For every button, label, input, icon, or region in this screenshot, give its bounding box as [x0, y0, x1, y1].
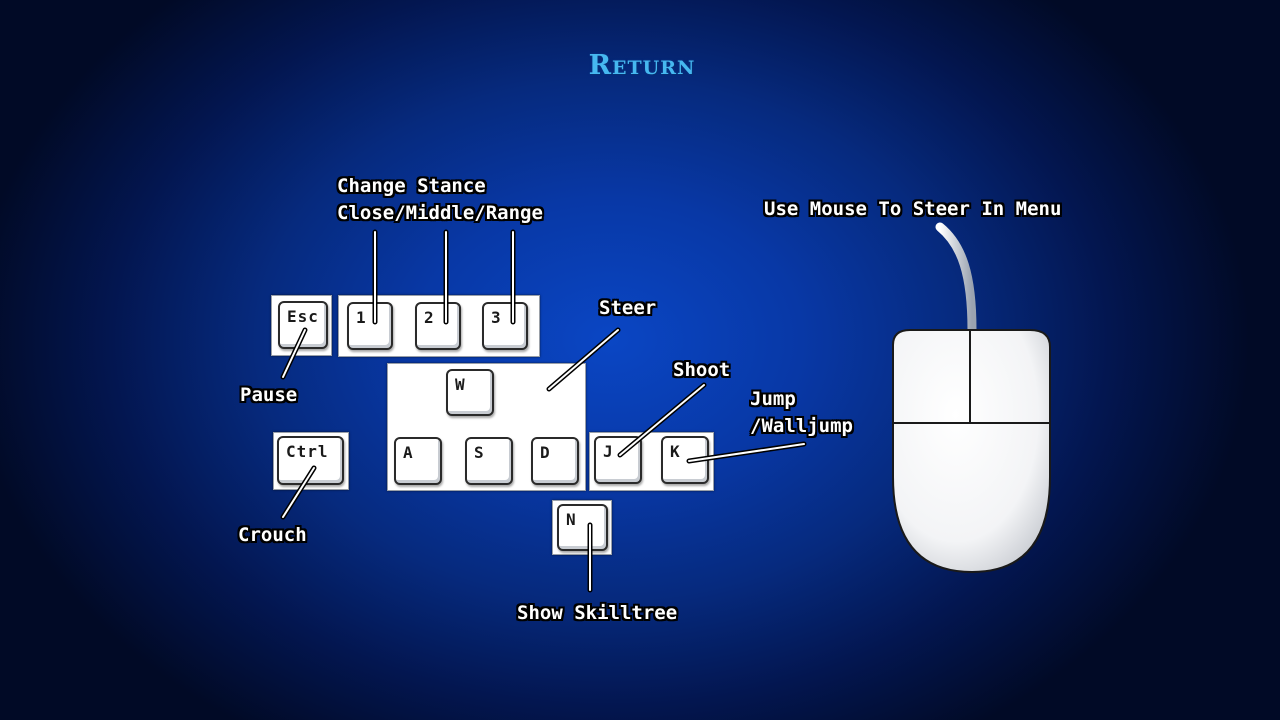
esc-key: Esc: [278, 301, 328, 349]
change-stance-options-label: Close/Middle/Range: [337, 202, 543, 224]
jump-label: Jump: [750, 388, 796, 410]
key-2-label: 2: [424, 308, 435, 327]
key-1: 1: [347, 302, 393, 350]
j-key: J: [594, 436, 642, 484]
n-key: N: [557, 504, 608, 551]
change-stance-label: Change Stance: [337, 175, 486, 197]
key-3: 3: [482, 302, 528, 350]
w-key-label: W: [455, 375, 466, 394]
s-key: S: [465, 437, 513, 485]
k-key-label: K: [670, 442, 681, 461]
steer-label: Steer: [599, 297, 657, 319]
d-key: D: [531, 437, 579, 485]
a-key: A: [394, 437, 442, 485]
show-skilltree-label: Show Skilltree: [517, 602, 678, 624]
key-1-label: 1: [356, 308, 367, 327]
esc-key-label: Esc: [287, 307, 319, 326]
mouse-cord: [935, 222, 977, 335]
crouch-label: Crouch: [238, 524, 307, 546]
a-key-label: A: [403, 443, 414, 462]
d-key-label: D: [540, 443, 551, 462]
shoot-label: Shoot: [673, 359, 731, 381]
n-key-label: N: [566, 510, 577, 529]
walljump-label: /Walljump: [750, 415, 853, 437]
ctrl-key: Ctrl: [277, 436, 344, 485]
pause-label: Pause: [240, 384, 298, 406]
key-2: 2: [415, 302, 461, 350]
w-key: W: [446, 369, 494, 416]
key-3-label: 3: [491, 308, 502, 327]
j-key-label: J: [603, 442, 614, 461]
return-button[interactable]: Return: [588, 50, 696, 81]
s-key-label: S: [474, 443, 485, 462]
mouse-body: [892, 329, 1051, 574]
use-mouse-label: Use Mouse To Steer In Menu: [764, 198, 1062, 220]
k-key: K: [661, 436, 709, 484]
computer-mouse-icon: [892, 222, 1051, 574]
ctrl-key-label: Ctrl: [286, 442, 329, 461]
